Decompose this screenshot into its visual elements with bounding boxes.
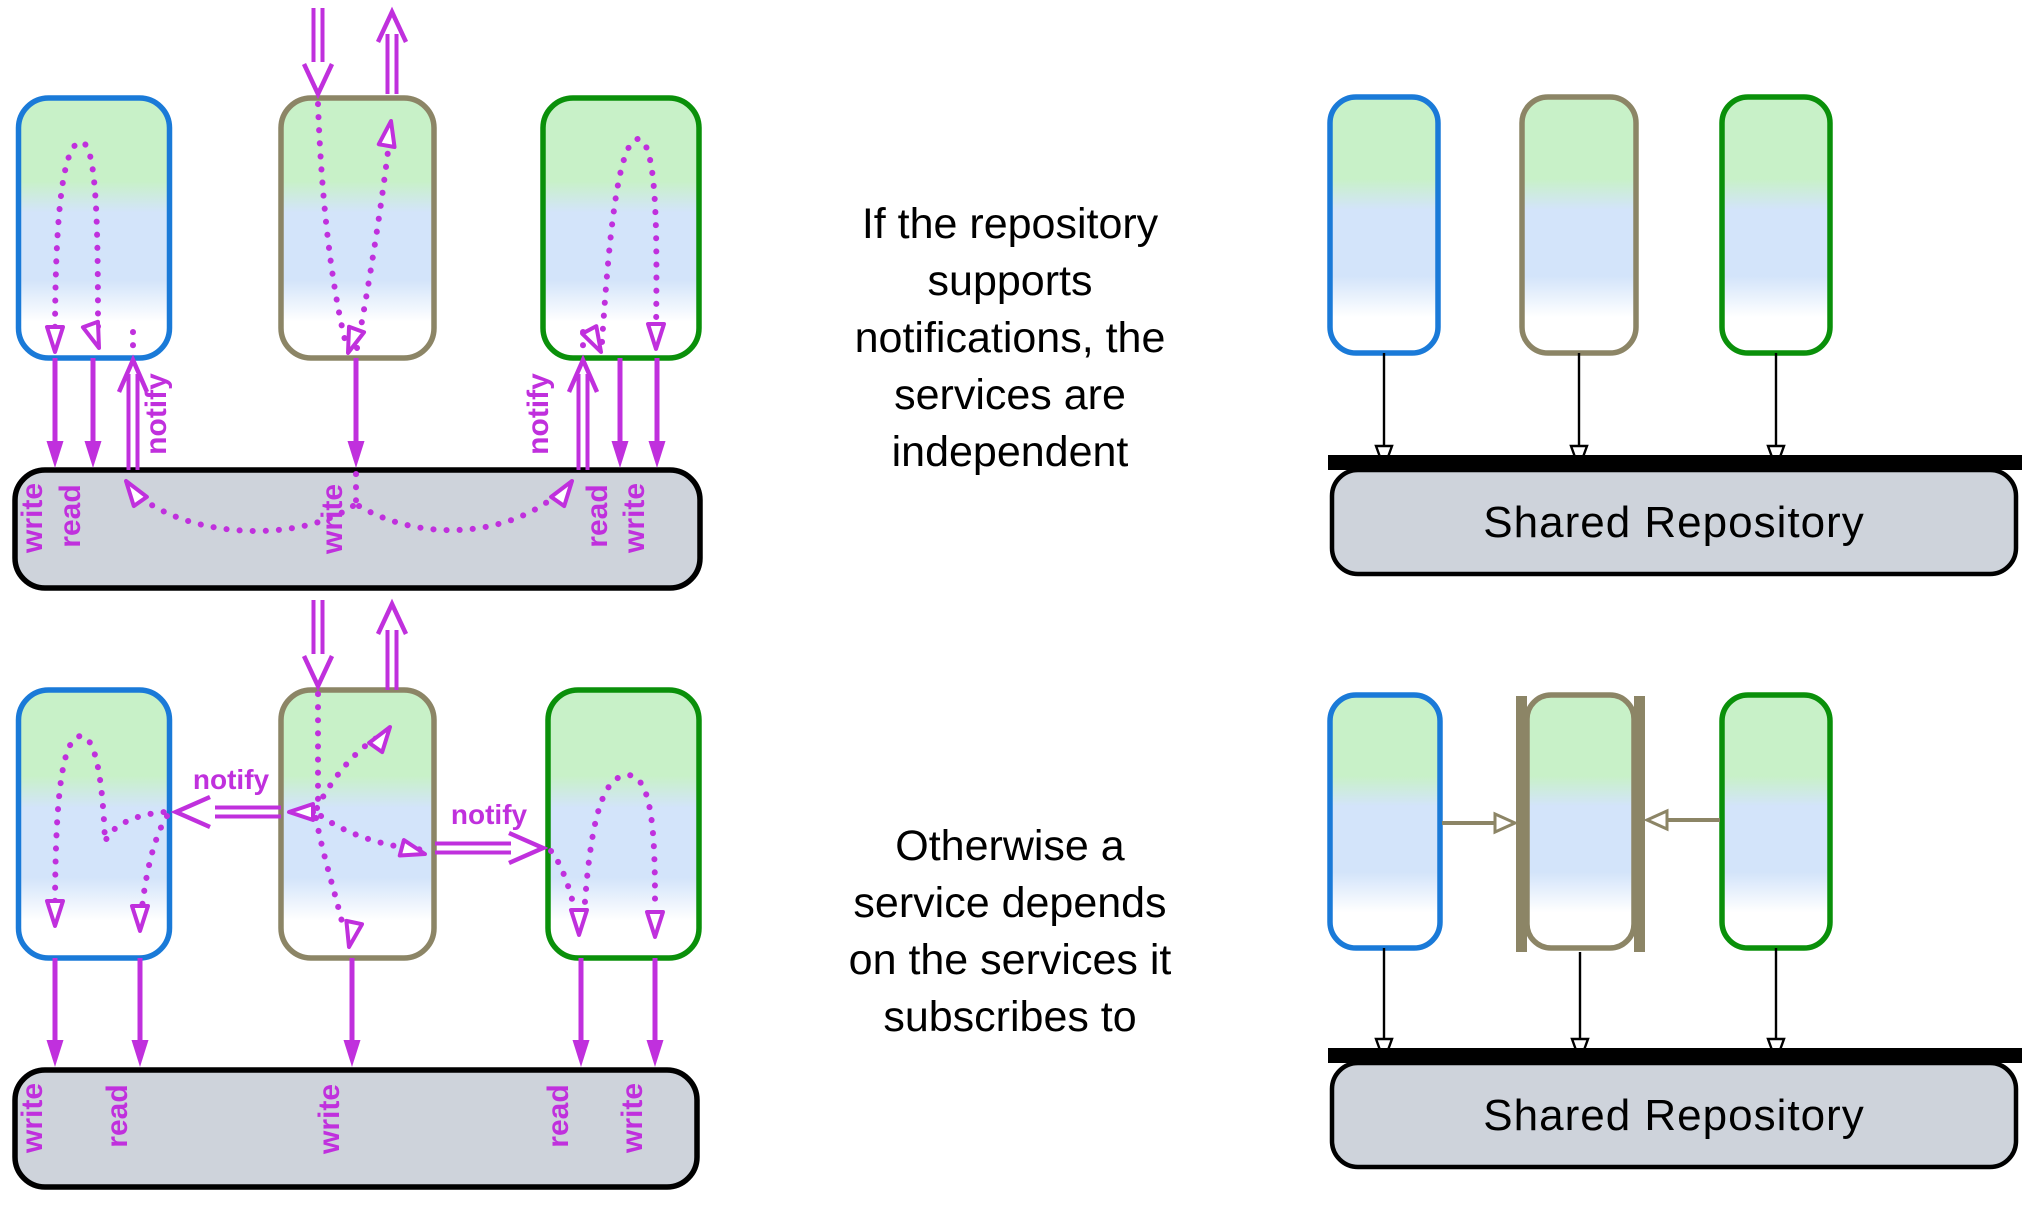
- repository-interface-bar: [1328, 455, 2022, 470]
- service-green: [1719, 94, 1833, 356]
- green-write-arrow: [646, 958, 664, 1067]
- shared-repository-box: [1329, 1060, 2019, 1170]
- read-label: read: [101, 1084, 134, 1147]
- green-dependency-arrow: [1766, 353, 1786, 472]
- dependency-port-bar-right: [1634, 696, 1645, 952]
- service-green: [1719, 692, 1833, 951]
- write-label: write: [316, 484, 349, 555]
- notify-label: notify: [193, 764, 270, 795]
- tan-dependency-arrow: [1569, 353, 1589, 472]
- panel-top-left: write read notify write notify read writ…: [12, 6, 703, 591]
- blue-subscribe-arrow: [1442, 811, 1519, 835]
- green-read-arrow: [572, 958, 590, 1067]
- green-notify-arrow: [566, 354, 600, 470]
- response-out-arrow: [375, 6, 409, 94]
- response-out-arrow: [375, 598, 409, 690]
- blue-notify-arrow: [116, 354, 150, 470]
- service-tan: [1524, 692, 1637, 951]
- green-service-internal-flow: [580, 135, 666, 355]
- tan-write-arrow: [347, 358, 365, 468]
- tan-service-internal-flow: [287, 691, 433, 949]
- service-tan: [278, 95, 437, 361]
- repository-interface-bar: [1328, 1048, 2022, 1063]
- service-tan: [278, 687, 437, 961]
- blue-service-internal-flow: [45, 732, 170, 933]
- read-label: read: [581, 484, 614, 547]
- green-dependency-arrow: [1766, 948, 1786, 1065]
- tan-dependency-arrow: [1570, 952, 1590, 1065]
- dependency-port-bar-left: [1516, 696, 1527, 952]
- write-label: write: [618, 483, 651, 554]
- caption-notifications: If the repository supports notifications…: [854, 200, 1166, 476]
- write-label: write: [16, 483, 49, 554]
- blue-read-arrow: [84, 358, 102, 468]
- read-label: read: [542, 1084, 575, 1147]
- notify-right-arrow: [435, 830, 549, 866]
- service-green: [545, 687, 702, 961]
- tan-write-arrow: [343, 958, 361, 1067]
- panel-top-right: Shared Repository: [1327, 94, 2022, 577]
- notify-label: notify: [522, 373, 555, 455]
- service-blue: [15, 95, 173, 361]
- blue-dependency-arrow: [1374, 353, 1394, 472]
- service-tan: [1519, 94, 1639, 356]
- green-service-internal-flow: [548, 771, 665, 939]
- notify-label: notify: [140, 373, 173, 455]
- repository-box: [12, 467, 703, 591]
- shared-repository-box: [1329, 467, 2019, 577]
- notify-left-arrow: [170, 794, 281, 830]
- tan-service-internal-flow: [315, 101, 397, 355]
- blue-service-internal-flow: [45, 138, 136, 357]
- request-in-arrow: [301, 600, 335, 692]
- read-label: read: [54, 484, 87, 547]
- blue-write-arrow: [46, 958, 64, 1067]
- panel-bottom-right: Shared Repository: [1327, 692, 2022, 1170]
- write-label: write: [16, 1083, 49, 1154]
- green-read-arrow: [611, 358, 629, 468]
- shared-repository-label: Shared Repository: [1483, 1091, 1864, 1140]
- green-subscribe-arrow: [1643, 808, 1720, 832]
- service-blue: [1327, 692, 1443, 951]
- write-label: write: [616, 1083, 649, 1154]
- blue-dependency-arrow: [1374, 948, 1394, 1065]
- notify-label: notify: [451, 799, 528, 830]
- blue-write-arrow: [46, 358, 64, 468]
- repository-box: [12, 1067, 700, 1190]
- shared-repository-label: Shared Repository: [1483, 498, 1864, 547]
- blue-read-arrow: [131, 958, 149, 1067]
- service-blue: [1327, 94, 1441, 356]
- request-in-arrow: [301, 8, 335, 100]
- write-label: write: [313, 1084, 346, 1155]
- service-blue: [15, 687, 173, 961]
- green-write-arrow: [648, 358, 666, 468]
- service-green: [540, 95, 702, 361]
- caption-subscriptions: Otherwise a service depends on the servi…: [848, 822, 1172, 1041]
- panel-bottom-left: notify notify: [12, 598, 702, 1190]
- repository-notification-flow: [124, 471, 574, 534]
